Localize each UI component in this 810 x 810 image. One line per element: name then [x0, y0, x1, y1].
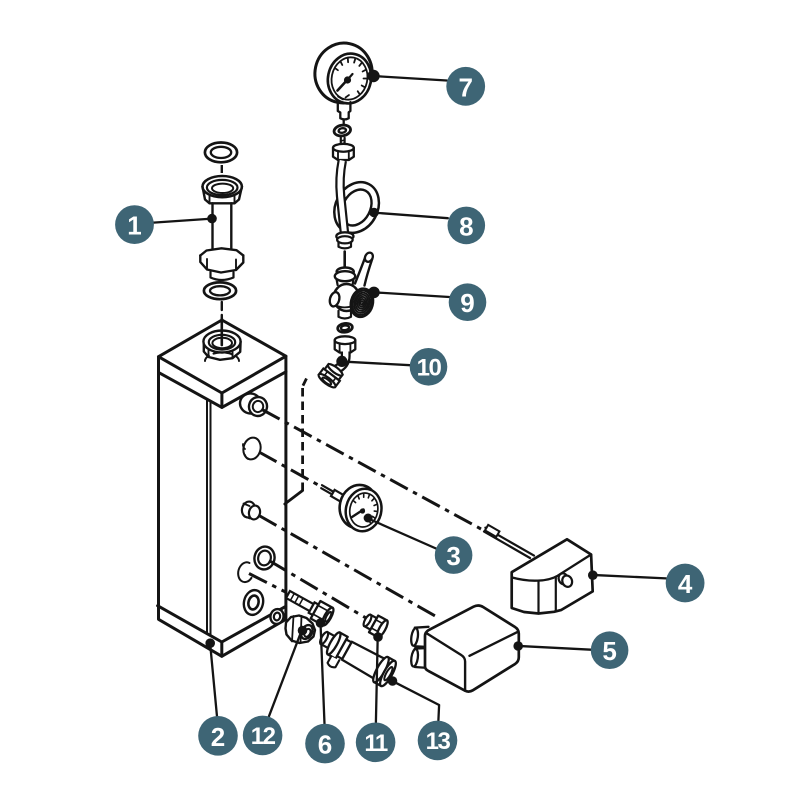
leader-dot-2 — [205, 638, 215, 648]
thermostat-part4 — [482, 523, 595, 615]
tank-bung-fitting — [202, 300, 242, 362]
callout-number-1: 1 — [127, 211, 141, 241]
leader-dot-9 — [368, 286, 380, 299]
callout-10: 10 — [336, 348, 448, 386]
callout-circle-13 — [417, 720, 458, 761]
callout-number-9: 9 — [460, 288, 474, 318]
immersion-element-part13 — [319, 630, 397, 688]
callout-8: 8 — [369, 206, 486, 245]
callout-number-10: 10 — [417, 354, 442, 381]
leader-dot-6 — [315, 618, 326, 628]
leader-dot-7 — [367, 69, 380, 83]
callout-9: 9 — [368, 283, 487, 322]
callout-13: 13 — [387, 676, 458, 761]
callout-circle-12 — [242, 715, 283, 756]
callout-number-3: 3 — [446, 541, 460, 571]
callout-circle-5 — [590, 631, 629, 669]
callout-number-4: 4 — [678, 569, 693, 599]
callouts: 1 2 3 4 5 6 7 8 9 10 11 12 13 — [115, 66, 705, 764]
callout-number-12: 12 — [251, 723, 276, 750]
callout-number-2: 2 — [211, 722, 225, 752]
callout-circle-10 — [409, 348, 448, 386]
leader-dot-1 — [207, 213, 217, 224]
callout-number-8: 8 — [459, 211, 473, 241]
callout-circle-7 — [446, 66, 486, 106]
leader-dot-3 — [363, 513, 373, 523]
callout-12: 12 — [242, 625, 308, 756]
leader-dot-5 — [513, 641, 523, 651]
leader-dot-8 — [369, 207, 379, 218]
callout-2: 2 — [198, 638, 238, 756]
callout-circle-4 — [665, 563, 705, 603]
leader-dot-10 — [336, 355, 348, 367]
callout-3: 3 — [363, 513, 473, 574]
callout-11: 11 — [355, 632, 396, 763]
assembly-center-lines — [220, 165, 482, 620]
gauge-stem-washer-nut — [331, 120, 355, 162]
callout-number-7: 7 — [458, 72, 472, 102]
callout-number-13: 13 — [426, 728, 451, 755]
leader-dot-13 — [387, 676, 398, 686]
tank-body — [156, 318, 288, 658]
callout-5: 5 — [513, 631, 629, 669]
callout-1: 1 — [115, 205, 217, 245]
siphon-loop-part8 — [333, 159, 381, 250]
callout-circle-3 — [434, 536, 473, 574]
callout-circle-6 — [305, 723, 345, 764]
callout-4: 4 — [588, 563, 705, 603]
leader-dot-12 — [297, 625, 308, 636]
standpipe-fitting-part1 — [199, 141, 245, 301]
tank-ports — [237, 392, 285, 626]
callout-circle-2 — [198, 716, 238, 756]
leader-dot-4 — [588, 570, 598, 580]
callout-circle-1 — [115, 205, 154, 245]
callout-number-5: 5 — [602, 636, 616, 666]
callout-number-11: 11 — [364, 730, 388, 757]
pressure-gauge-part7 — [313, 41, 374, 121]
callout-6: 6 — [305, 618, 345, 764]
valve-part9 — [328, 250, 375, 320]
callout-circle-8 — [447, 206, 486, 245]
callout-circle-9 — [448, 283, 487, 322]
callout-7: 7 — [367, 66, 486, 106]
leader-dot-11 — [373, 632, 383, 642]
pressure-switch-part5 — [410, 604, 521, 693]
callout-circle-11 — [355, 722, 396, 763]
callout-number-6: 6 — [318, 730, 332, 760]
